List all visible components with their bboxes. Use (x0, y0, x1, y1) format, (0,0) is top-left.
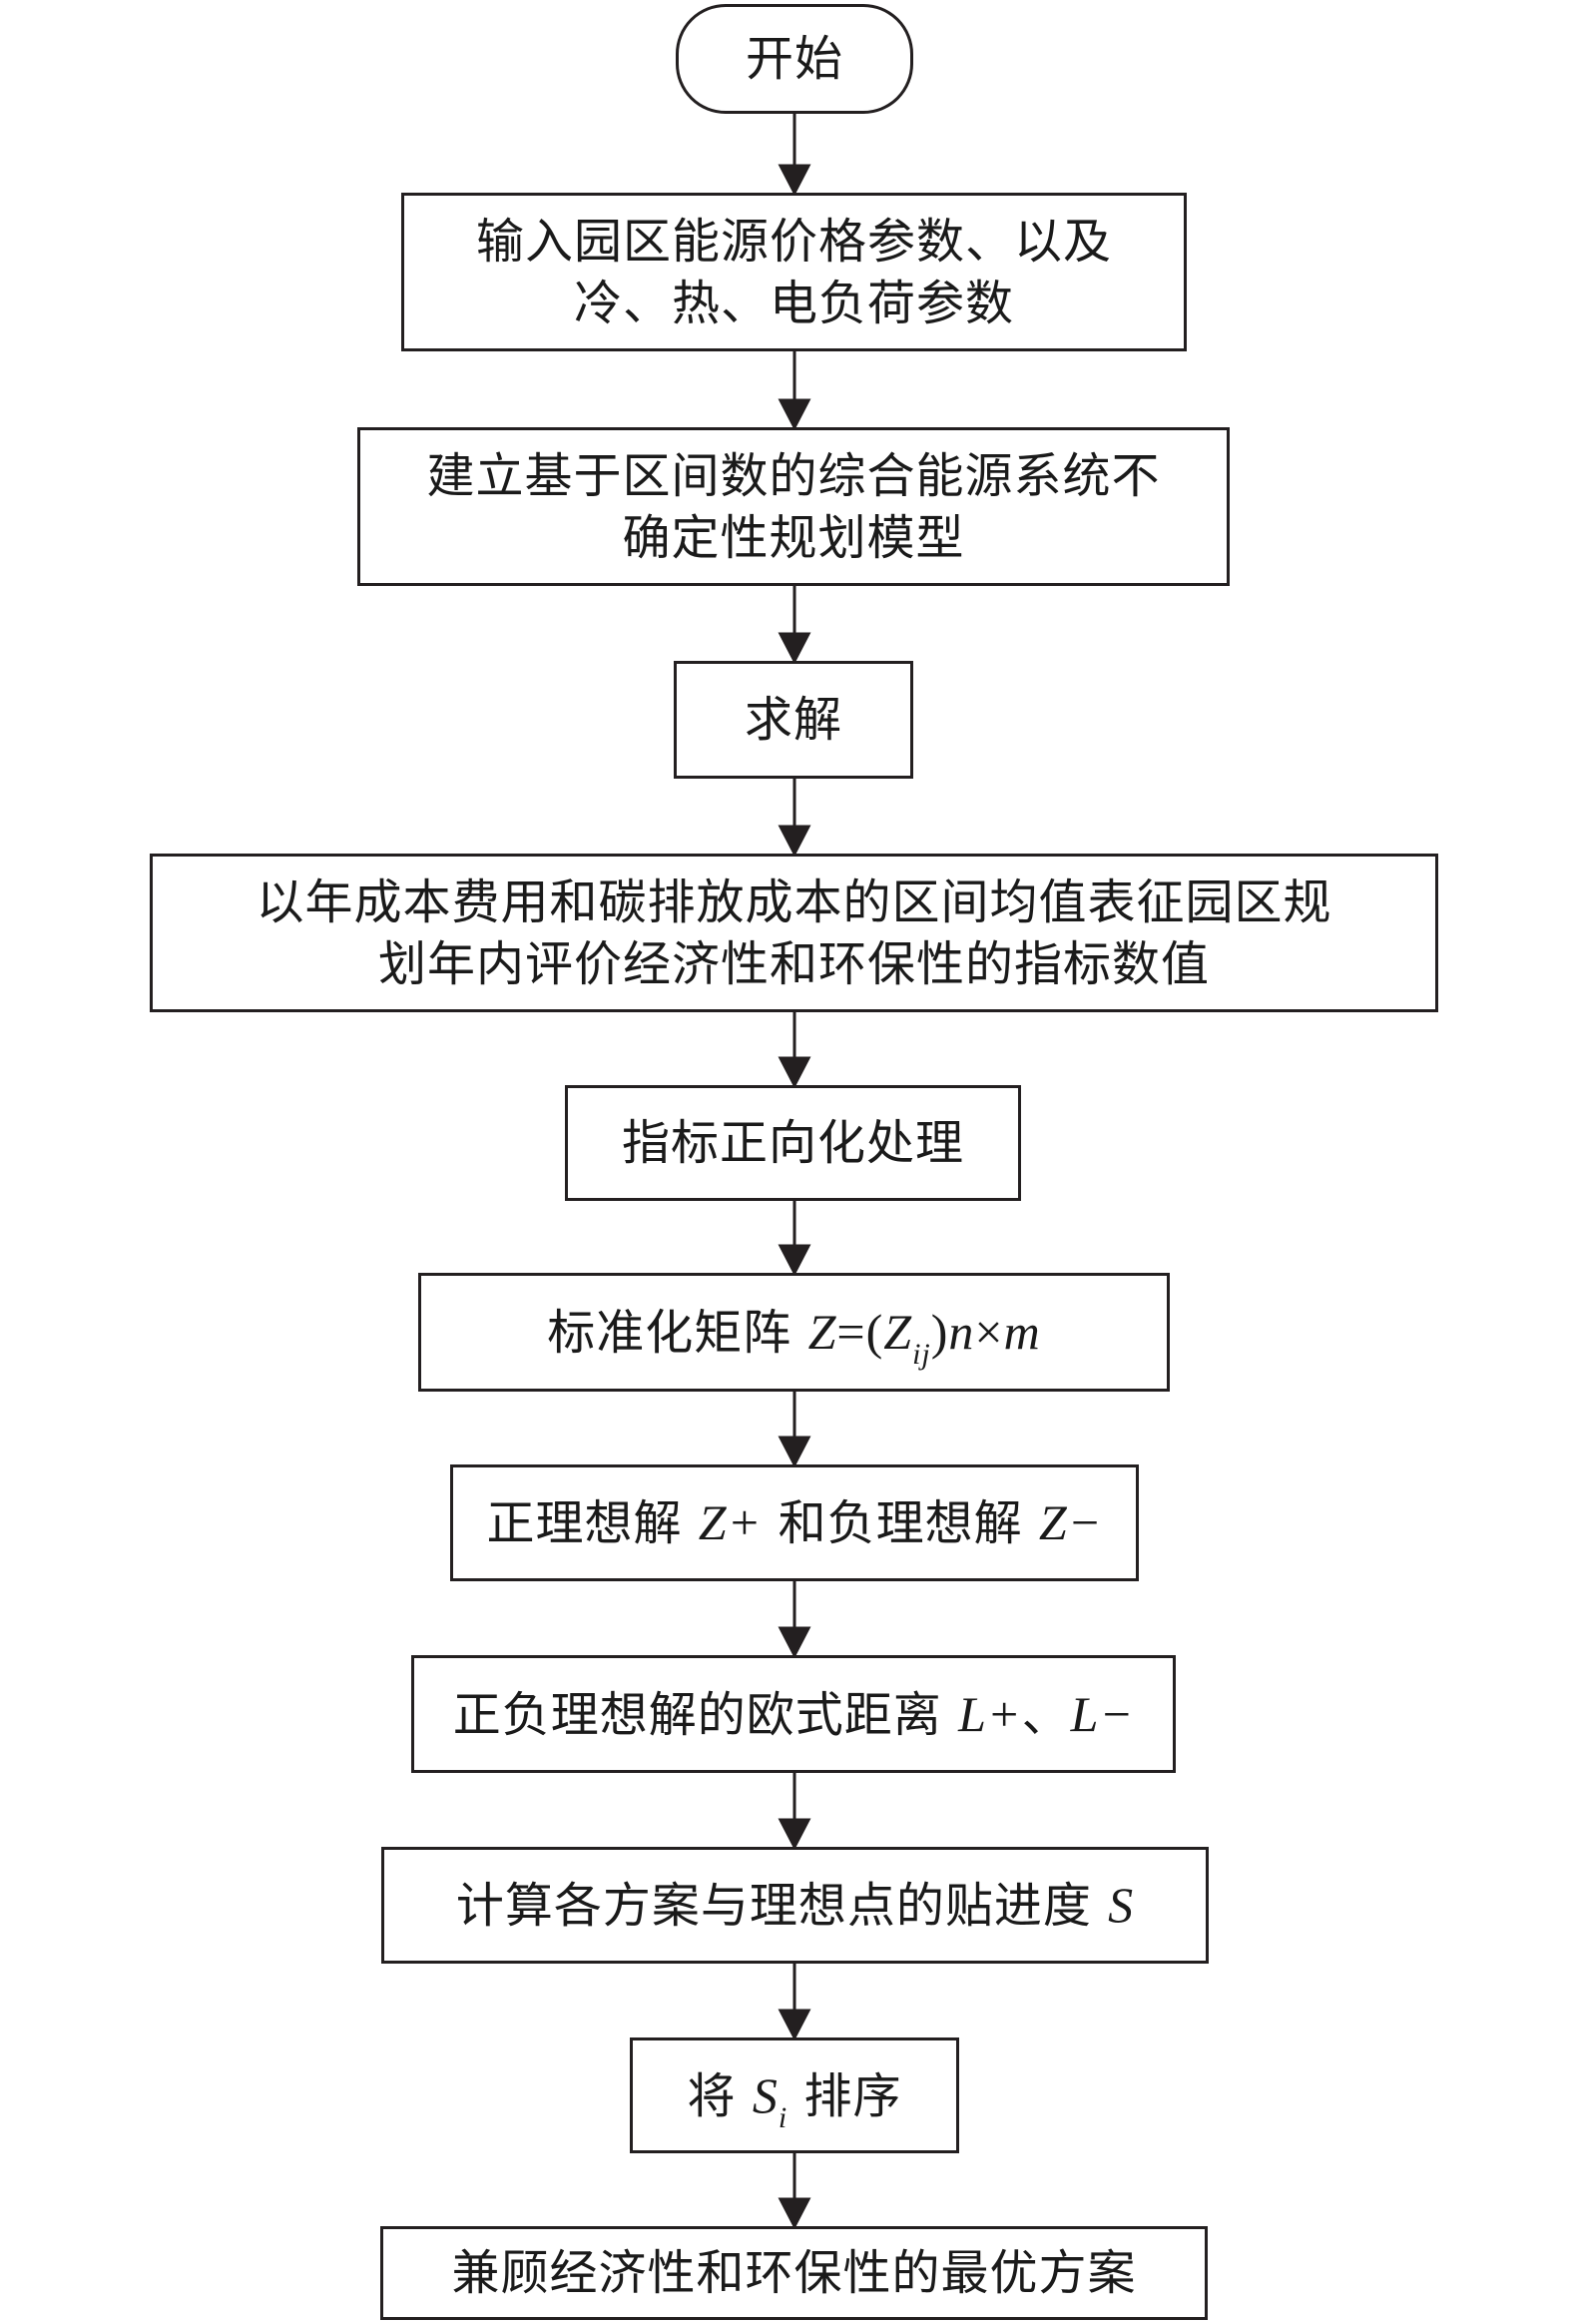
step-solve: 求解 (674, 661, 913, 779)
step-forward-processing: 指标正向化处理 (565, 1085, 1021, 1201)
step-normalized-matrix-label: 标准化矩阵 Z=(Zij)n×m (547, 1301, 1041, 1370)
matrix-n: n (948, 1304, 975, 1360)
ideal-text1: 正理想解 (486, 1495, 683, 1551)
step-build-model-line1: 建立基于区间数的综合能源系统不 (426, 447, 1161, 504)
matrix-close: ) (930, 1304, 949, 1360)
step-sort: 将 Si 排序 (630, 2037, 959, 2153)
step-sort-label: 将 Si 排序 (687, 2064, 902, 2133)
matrix-eq: =( (836, 1304, 884, 1360)
ideal-zplus: Z+ (698, 1494, 763, 1550)
distance-lminus: L− (1070, 1685, 1135, 1742)
matrix-sub-base-z: Z (883, 1304, 913, 1360)
end-optimal-plan: 兼顾经济性和环保性的最优方案 (380, 2226, 1208, 2320)
step-closeness-label: 计算各方案与理想点的贴进度 S (456, 1874, 1134, 1937)
matrix-sub-base: Zij (883, 1304, 930, 1370)
closeness-var-s: S (1108, 1877, 1135, 1933)
closeness-text: 计算各方案与理想点的贴进度 (455, 1878, 1092, 1934)
step-ideal-solutions-label: 正理想解 Z+ 和负理想解 Z− (487, 1491, 1103, 1554)
step-input-parameters-line1: 输入园区能源价格参数、以及 (475, 213, 1112, 270)
matrix-times: × (974, 1304, 1004, 1360)
step-euclidean-distance-label: 正负理想解的欧式距离 L+、L− (453, 1683, 1134, 1746)
sort-var-sub: i (778, 2100, 788, 2134)
sort-post: 排序 (803, 2067, 902, 2124)
matrix-m: m (1003, 1304, 1041, 1360)
step-build-model: 建立基于区间数的综合能源系统不 确定性规划模型 (357, 427, 1230, 586)
ideal-zminus: Z− (1038, 1494, 1103, 1550)
distance-sep: 、 (1021, 1686, 1071, 1743)
matrix-text: 标准化矩阵 (547, 1305, 792, 1361)
sort-var: Si (752, 2066, 787, 2133)
step-build-model-line2: 确定性规划模型 (622, 509, 965, 566)
step-input-parameters-line2: 冷、热、电负荷参数 (573, 275, 1014, 331)
matrix-var-z: Z (807, 1304, 837, 1360)
end-optimal-plan-label: 兼顾经济性和环保性的最优方案 (451, 2245, 1137, 2301)
step-forward-processing-label: 指标正向化处理 (621, 1115, 964, 1171)
step-solve-label: 求解 (744, 692, 842, 748)
matrix-sub-ij: ij (912, 1338, 931, 1371)
step-ideal-solutions: 正理想解 Z+ 和负理想解 Z− (450, 1464, 1139, 1581)
step-closeness: 计算各方案与理想点的贴进度 S (381, 1847, 1209, 1964)
step-indicator-values-line2: 划年内评价经济性和环保性的指标数值 (377, 935, 1210, 992)
step-indicator-values-line1: 以年成本费用和碳排放成本的区间均值表征园区规 (256, 873, 1332, 930)
start-terminal: 开始 (676, 4, 913, 114)
step-indicator-values: 以年成本费用和碳排放成本的区间均值表征园区规 划年内评价经济性和环保性的指标数值 (150, 854, 1438, 1012)
step-input-parameters: 输入园区能源价格参数、以及 冷、热、电负荷参数 (401, 193, 1187, 351)
sort-pre: 将 (687, 2067, 737, 2124)
start-label: 开始 (745, 31, 843, 87)
distance-lplus: L+ (958, 1685, 1022, 1742)
ideal-text2: 和负理想解 (778, 1495, 1023, 1551)
distance-text: 正负理想解的欧式距离 (452, 1686, 942, 1743)
step-normalized-matrix: 标准化矩阵 Z=(Zij)n×m (418, 1273, 1170, 1392)
step-euclidean-distance: 正负理想解的欧式距离 L+、L− (411, 1655, 1176, 1773)
sort-var-s: S (752, 2066, 779, 2123)
